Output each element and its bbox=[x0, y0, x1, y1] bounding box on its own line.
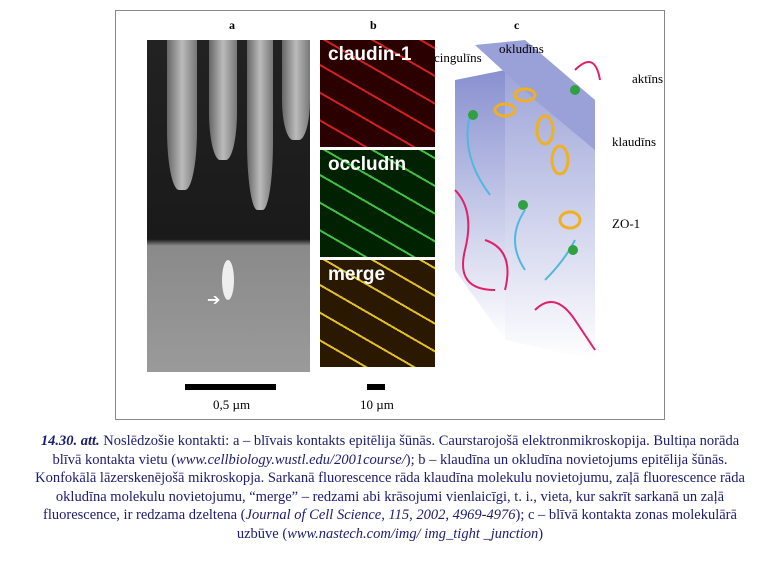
panel-label-c: c bbox=[514, 18, 520, 32]
label-aktins: aktīns bbox=[632, 71, 664, 86]
label-klaudins: klaudīns bbox=[612, 134, 657, 149]
label-okludins: okludīns bbox=[499, 41, 544, 56]
label-cingulins: cingulīns bbox=[434, 50, 482, 65]
scale-label-b: 10 µm bbox=[360, 397, 394, 412]
arrow-icon: ➔ bbox=[207, 292, 221, 309]
figure-caption: 14.30. att. Noslēdzošie kontakti: a – bl… bbox=[25, 432, 755, 543]
merge-image: merge bbox=[320, 260, 435, 367]
caption-text: ); c – blīvā kontakta zonas molekulārā u… bbox=[236, 507, 737, 542]
caption-text: ) bbox=[538, 525, 544, 542]
panel-label-b: b bbox=[370, 18, 377, 32]
figure-frame bbox=[115, 10, 665, 420]
claudin-label: claudin-1 bbox=[328, 44, 412, 65]
caption-text: ); b – klaudīna un okludīna novietojums … bbox=[35, 451, 745, 524]
caption-source-link: www.nastech.com/img/ img_tight _junction bbox=[287, 525, 539, 542]
occludin-image: occludin bbox=[320, 150, 435, 257]
caption-source: Journal of Cell Science, 115, 2002, 4969… bbox=[245, 507, 516, 523]
label-zo1: ZO-1 bbox=[612, 216, 641, 231]
claudin-image: claudin-1 bbox=[320, 40, 435, 147]
electron-micrograph: ➔ bbox=[147, 40, 310, 372]
caption-source-link: www.cellbiology.wustl.edu/2001course/ bbox=[176, 451, 406, 468]
merge-label: merge bbox=[328, 264, 386, 285]
caption-text: Noslēdzošie kontakti: a – blīvais kontak… bbox=[52, 433, 740, 468]
occludin-label: occludin bbox=[328, 154, 407, 175]
panel-label-a: a bbox=[229, 18, 235, 32]
scale-label-a: 0,5 µm bbox=[213, 397, 251, 412]
tight-junction-diagram bbox=[454, 40, 601, 360]
scale-bar-a bbox=[185, 384, 276, 390]
caption-number: 14.30. att. bbox=[40, 433, 100, 449]
scale-bar-b bbox=[367, 384, 385, 390]
